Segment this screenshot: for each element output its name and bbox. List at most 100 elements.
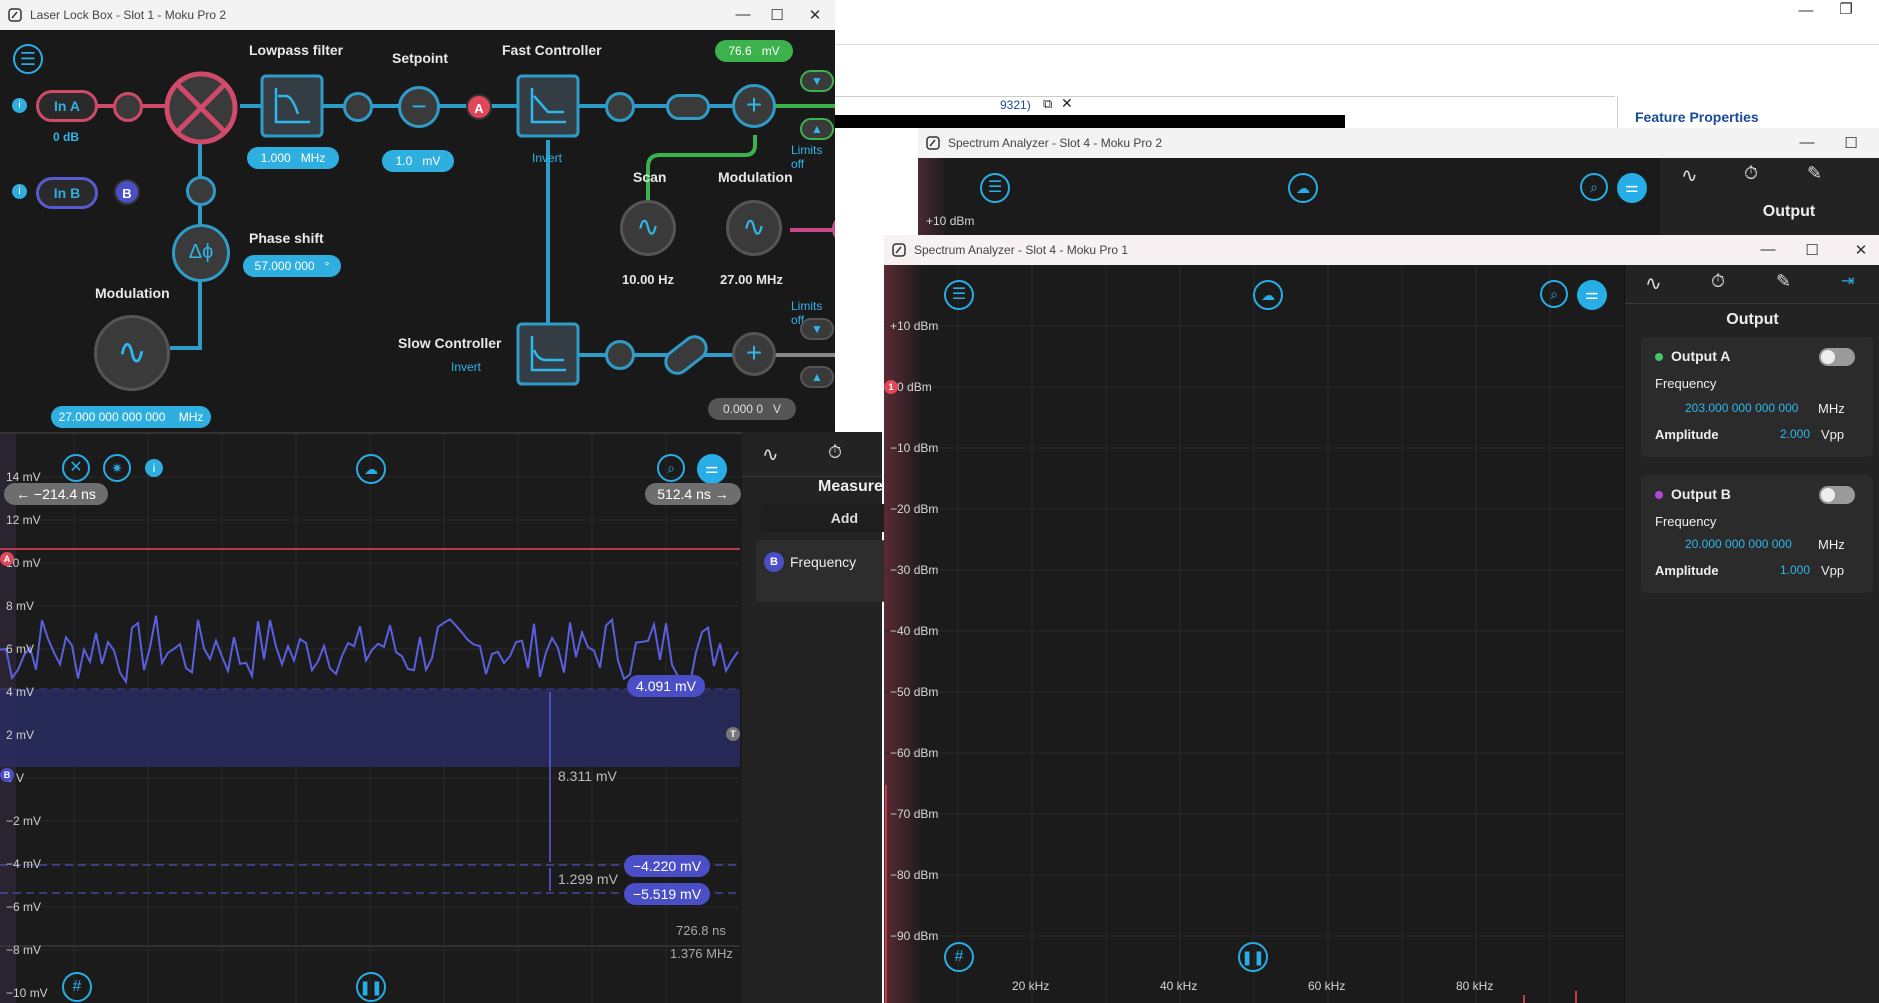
limits-top[interactable]: Limits off	[791, 143, 823, 171]
slow-controller-icon[interactable]	[516, 322, 580, 386]
menu-button[interactable]: ☰	[944, 280, 974, 310]
close-icon[interactable]: ✕	[1854, 242, 1868, 259]
level-pill[interactable]: 76.6 mV	[715, 40, 793, 62]
junction-node[interactable]	[343, 92, 373, 122]
measure-marker-1[interactable]: 4.091 mV	[627, 675, 705, 697]
tab-timer-icon[interactable]: ⏱	[1744, 163, 1759, 183]
menu-button[interactable]: ☰	[980, 173, 1010, 203]
lowpass-filter-icon[interactable]	[260, 74, 324, 138]
info-icon[interactable]: i	[12, 184, 27, 199]
minus-icon[interactable]: −	[398, 86, 440, 128]
zoom-icon[interactable]: ⌕	[1580, 173, 1608, 201]
trigger-icon[interactable]: ✷	[103, 454, 131, 482]
mixer-icon[interactable]	[163, 70, 239, 146]
phase-shift-icon[interactable]: Δϕ	[172, 224, 230, 282]
setpoint-pill[interactable]: 1.0 mV	[382, 150, 454, 172]
phase-pill[interactable]: 57.000 000 °	[243, 255, 341, 277]
cursor-left[interactable]: ← −214.4 ns	[4, 483, 108, 505]
cloud-upload-icon[interactable]: ☁	[356, 454, 386, 484]
modulation-pill[interactable]: 27.000 000 000 000 MHz	[51, 406, 211, 428]
output-a-amp-value[interactable]: 2.000	[1780, 427, 1811, 441]
minimize-icon[interactable]: —	[735, 6, 751, 23]
measure-marker-2[interactable]: −4.220 mV	[624, 855, 710, 877]
tab-ruler-icon[interactable]: ✎	[1776, 271, 1792, 291]
cloud-upload-icon[interactable]: ☁	[1253, 280, 1283, 310]
slow-offset-pill[interactable]: 0.000 0 V	[708, 398, 796, 420]
cursor-right[interactable]: 512.4 ns →	[645, 483, 741, 505]
output-b-amp-value[interactable]: 1.000	[1780, 563, 1811, 577]
tab-waveform-icon[interactable]: ∿	[1645, 273, 1662, 295]
in-b-button[interactable]: In B	[36, 177, 98, 209]
probe-a-badge[interactable]: A	[466, 94, 492, 120]
limit-up-icon[interactable]: ▲	[800, 118, 834, 140]
cloud-upload-icon[interactable]: ☁	[1288, 173, 1318, 203]
pause-button[interactable]: ❚❚	[356, 972, 386, 1002]
junction-node[interactable]	[605, 340, 635, 370]
zoom-icon[interactable]: ⌕	[657, 454, 685, 482]
marker-a[interactable]: A	[0, 552, 14, 566]
settings-sliders-icon[interactable]: ⚌	[1577, 280, 1607, 310]
close-probe-button[interactable]: ✕	[62, 454, 90, 482]
tab-waveform-icon[interactable]: ∿	[762, 444, 779, 466]
tab-timer-icon[interactable]: ⏱	[828, 442, 843, 462]
moku-logo-icon	[8, 8, 22, 22]
maximize-icon[interactable]: ☐	[770, 7, 784, 24]
minimize-icon[interactable]: —	[1798, 2, 1814, 19]
maximize-icon[interactable]: ☐	[1805, 242, 1819, 259]
output-a-freq-value[interactable]: 203.000 000 000 000	[1685, 401, 1799, 415]
sum-top-icon[interactable]: +	[732, 84, 776, 128]
output-switch[interactable]	[666, 94, 710, 120]
junction-node[interactable]	[605, 92, 635, 122]
close-tab-icon[interactable]: ✕	[1061, 95, 1073, 111]
popout-icon[interactable]: ⧉	[1043, 96, 1053, 111]
output-a-toggle[interactable]	[1819, 348, 1855, 366]
sum-bottom-icon[interactable]: +	[732, 332, 776, 376]
marker-trigger[interactable]: T	[726, 727, 740, 741]
minimize-icon[interactable]: —	[1799, 134, 1815, 151]
lowpass-value-pill[interactable]: 1.000 MHz	[247, 147, 339, 169]
close-icon[interactable]: ✕	[808, 7, 822, 24]
info-icon[interactable]: i	[145, 459, 163, 477]
modulation2-sine-icon[interactable]: ∿	[726, 200, 782, 256]
scan-freq[interactable]: 10.00 Hz	[622, 272, 675, 287]
tab-timer-icon[interactable]: ⏱	[1711, 271, 1726, 291]
limit-down-icon[interactable]: ▼	[800, 318, 834, 340]
tab-output-icon[interactable]: ⇥	[1841, 273, 1855, 290]
marker-b[interactable]: B	[0, 768, 14, 782]
output-b-freq-value[interactable]: 20.000 000 000 000	[1685, 537, 1792, 551]
sa2-y-top: +10 dBm	[926, 214, 975, 228]
tab-ruler-icon[interactable]: ✎	[1807, 163, 1823, 183]
zoom-icon[interactable]: ⌕	[1540, 280, 1568, 308]
scan-sine-icon[interactable]: ∿	[620, 200, 676, 256]
fast-invert[interactable]: Invert	[532, 151, 563, 165]
measure-marker-3[interactable]: −5.519 mV	[624, 883, 710, 905]
fast-controller-label: Fast Controller	[502, 42, 602, 58]
modulation-sine-icon[interactable]: ∿	[94, 315, 170, 391]
junction-node[interactable]	[186, 176, 216, 206]
pause-button[interactable]: ❚❚	[1238, 942, 1268, 972]
in-a-gain[interactable]: 0 dB	[53, 130, 80, 144]
settings-sliders-icon[interactable]: ⚌	[1617, 173, 1647, 203]
modulation2-freq[interactable]: 27.00 MHz	[720, 272, 783, 287]
output-b-freq-label: Frequency	[1655, 514, 1717, 529]
slow-invert[interactable]: Invert	[451, 360, 482, 374]
restore-icon[interactable]: ❐	[1839, 1, 1853, 18]
output-b-toggle[interactable]	[1819, 486, 1855, 504]
in-a-button[interactable]: In A	[36, 90, 98, 122]
spectrum-y-tick: +10 dBm	[890, 319, 939, 333]
limit-down-icon[interactable]: ▼	[800, 70, 834, 92]
fast-controller-icon[interactable]	[516, 74, 580, 138]
info-icon[interactable]: i	[12, 98, 27, 113]
settings-sliders-icon[interactable]: ⚌	[697, 454, 727, 484]
grid-icon[interactable]: #	[62, 972, 92, 1002]
menu-button[interactable]: ☰	[13, 44, 43, 74]
grid-icon[interactable]: #	[944, 942, 974, 972]
junction-node[interactable]	[113, 92, 143, 122]
add-measure-button[interactable]: Add	[760, 504, 890, 532]
limit-up-icon[interactable]: ▲	[800, 366, 834, 388]
marker-1[interactable]: 1	[884, 380, 898, 394]
minimize-icon[interactable]: —	[1760, 241, 1776, 258]
tab-waveform-icon[interactable]: ∿	[1681, 165, 1698, 187]
maximize-icon[interactable]: ☐	[1844, 135, 1858, 152]
tab-label[interactable]: 9321)	[1000, 98, 1031, 112]
